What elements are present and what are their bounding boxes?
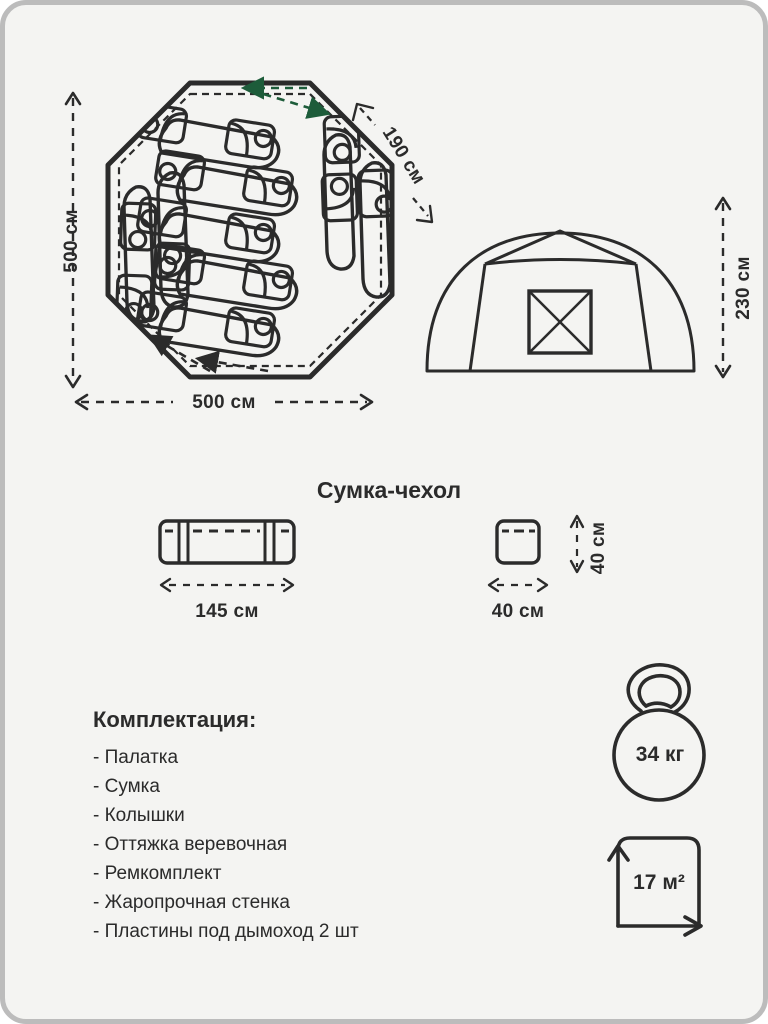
bag-end-view <box>494 518 542 566</box>
kit-list-item: - Сумка <box>93 776 160 797</box>
tent-elevation-svg <box>425 229 696 373</box>
kit-section: Комплектация: - Палатка - Сумка - Колышк… <box>93 707 513 946</box>
weight-badge <box>601 659 719 804</box>
label-weight: 34 кг <box>635 743 685 766</box>
octagon-floorplan-svg <box>105 76 395 380</box>
kettlebell-icon <box>612 663 706 802</box>
label-bag-length: 145 см <box>195 601 259 622</box>
kit-list-item: - Жаропрочная стенка <box>93 892 290 913</box>
label-area: 17 м² <box>633 871 685 894</box>
kit-list-item: - Ремкомплект <box>93 863 222 884</box>
bag-end-icon <box>495 519 541 565</box>
kit-title: Комплектация: <box>93 707 257 732</box>
label-top-view-width: 500 см <box>192 392 256 413</box>
bag-long-icon <box>158 519 296 565</box>
side-measure-arrows-green <box>240 76 331 119</box>
label-top-view-height: 500 см <box>61 209 82 273</box>
sleeping-layout <box>115 102 392 358</box>
width-dimension-line-bottom <box>73 393 375 411</box>
octagon-inner-liner <box>117 92 383 368</box>
height-dimension-line-right <box>713 195 733 380</box>
kit-list-item: - Оттяжка веревочная <box>93 834 288 855</box>
tent-top-view <box>100 75 400 385</box>
bag-length-dimension-line <box>157 577 297 593</box>
bag-long-view <box>157 518 297 566</box>
kit-list-item: - Колышки <box>93 805 185 826</box>
side-measure-arrows-black <box>147 334 269 374</box>
label-bag-height: 40 см <box>588 521 609 575</box>
label-side-view-height: 230 см <box>733 256 754 320</box>
octagon-outer-wall <box>105 80 395 380</box>
kit-list-item: - Пластины под дымоход 2 шт <box>93 921 359 942</box>
tent-side-view <box>423 225 698 375</box>
bag-height-dimension-line <box>568 513 586 575</box>
area-badge <box>605 830 713 942</box>
side-length-dimension: 190 см <box>335 90 455 240</box>
kit-list-item: - Палатка <box>93 747 179 768</box>
area-arrows-icon <box>607 836 703 937</box>
bag-width-dimension-line <box>485 577 551 593</box>
label-bag-width: 40 см <box>491 601 545 622</box>
height-dimension-line-left <box>63 90 83 390</box>
bag-section-title: Сумка-чехол <box>316 477 462 503</box>
tent-door-icon <box>527 289 593 355</box>
kit-list: - Палатка - Сумка - Колышки - Оттяжка ве… <box>93 743 513 946</box>
